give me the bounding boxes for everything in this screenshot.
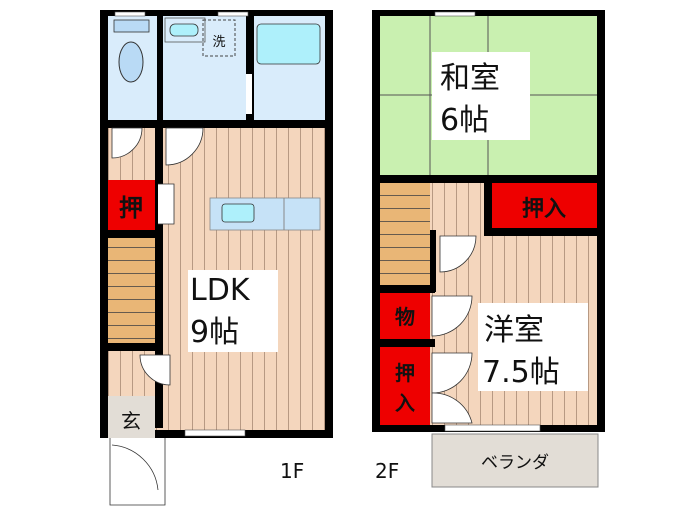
toilet-icon	[118, 41, 144, 83]
ldk-size: 9帖	[190, 315, 239, 350]
veranda-window[interactable]	[444, 424, 541, 432]
yoshitsu-label-bg	[478, 303, 588, 391]
interior-wall	[430, 230, 436, 292]
stairs-1f	[108, 238, 155, 343]
floor-2-label: 2F	[375, 459, 399, 483]
interior-wall	[380, 285, 435, 293]
stairs-2f	[380, 183, 430, 285]
storage-label: 物	[395, 305, 415, 329]
ldk-name: LDK	[190, 273, 251, 308]
closet-1f-label: 押	[119, 194, 143, 222]
bath-door[interactable]	[246, 74, 252, 114]
window	[217, 11, 249, 17]
interior-wall	[484, 175, 492, 235]
ldk-label-bg	[188, 270, 278, 352]
washer-space-icon	[202, 19, 236, 57]
interior-wall-3	[108, 230, 155, 238]
closet-1f-door[interactable]	[158, 183, 175, 225]
washitsu-name: 和室	[440, 61, 500, 96]
yoshitsu-size: 7.5帖	[482, 355, 560, 390]
closet-2f-side-label-2: 入	[395, 391, 415, 415]
stair-door[interactable]	[439, 235, 477, 273]
closet-2f-side	[380, 347, 430, 425]
interior-wall	[484, 228, 597, 236]
closet-2f-side-label-1: 押	[395, 361, 415, 385]
bathtub-icon	[256, 23, 321, 65]
washitsu-label-bg	[432, 52, 530, 140]
window	[434, 11, 476, 17]
window	[184, 429, 246, 437]
window	[114, 11, 146, 17]
floor-1-label: 1F	[280, 459, 304, 483]
closet-1f	[108, 180, 155, 230]
interior-wall-4	[108, 343, 163, 351]
first-floor: 洗 押 玄 LDK 9帖 1F	[100, 10, 333, 506]
storage-2f	[380, 293, 430, 339]
washroom-door[interactable]	[165, 127, 204, 166]
yoshitsu-name: 洋室	[484, 313, 544, 348]
door-swing	[111, 444, 159, 491]
toilet-door[interactable]	[111, 127, 143, 159]
washer-label: 洗	[212, 35, 225, 50]
basin-icon	[169, 23, 199, 37]
ldk-door[interactable]	[139, 354, 171, 386]
entrance	[108, 396, 155, 438]
kitchen-sink-icon	[221, 203, 255, 223]
entrance-label: 玄	[121, 409, 141, 433]
entrance-door[interactable]	[109, 438, 166, 506]
storage-door[interactable]	[431, 295, 473, 337]
veranda-label: ベランダ	[481, 453, 549, 473]
interior-wall	[155, 128, 163, 428]
interior-wall	[380, 339, 435, 347]
second-floor: 和室 6帖 押入 物 押 入 洋室 7.5帖 ベランダ 2F	[372, 10, 605, 488]
closet-2f-top-label: 押入	[522, 196, 566, 222]
veranda	[431, 433, 599, 488]
closet-door-2[interactable]	[431, 392, 473, 424]
closet-2f-top	[492, 183, 597, 228]
toilet-tank-icon	[113, 19, 150, 33]
washitsu-size: 6帖	[440, 103, 489, 138]
